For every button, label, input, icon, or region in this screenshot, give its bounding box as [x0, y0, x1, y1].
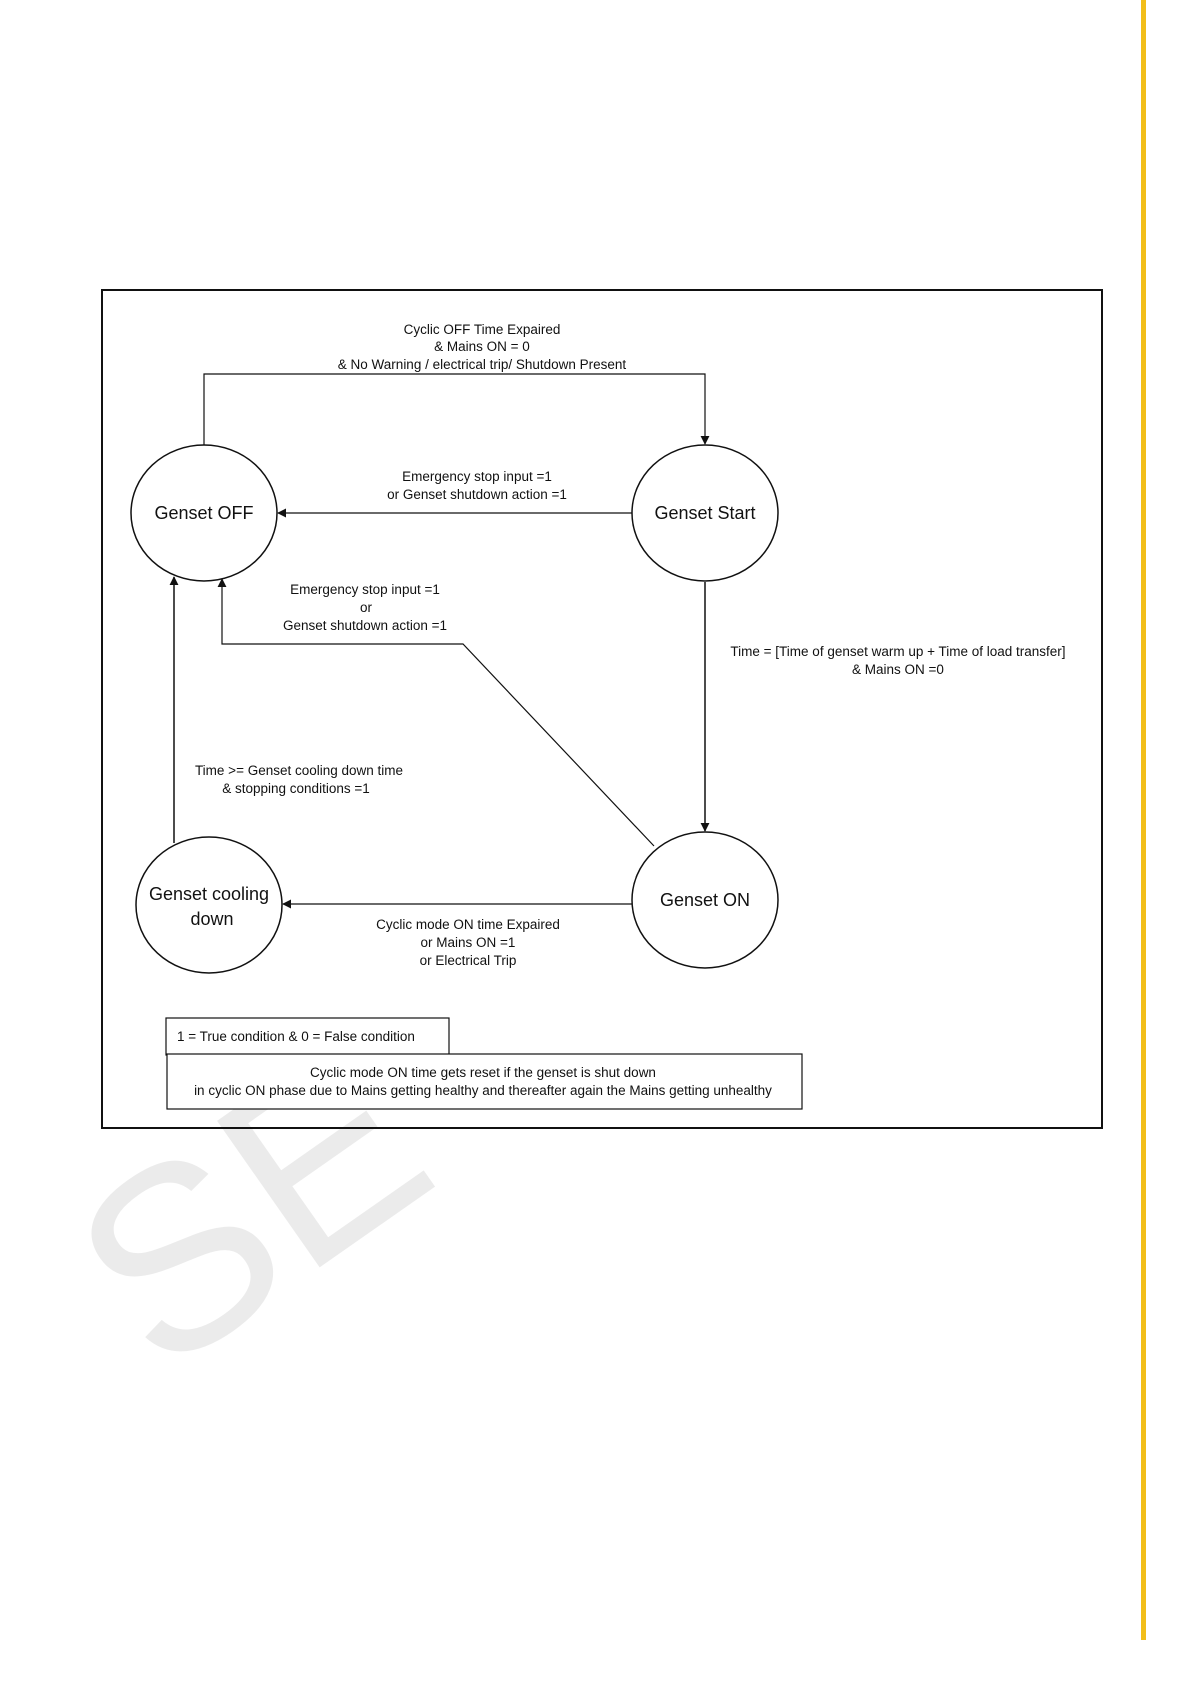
edge-label-start-to-on-1: Time = [Time of genset warm up + Time of…: [730, 644, 1065, 659]
edge-label-start-to-off-1: Emergency stop input =1: [402, 469, 552, 484]
reset-note-line-1: Cyclic mode ON time gets reset if the ge…: [310, 1065, 656, 1080]
state-genset-cooling-down: [135, 836, 283, 974]
reset-note-box: [166, 1053, 803, 1110]
edge-label-off-to-start-1: Cyclic OFF Time Expaired: [404, 322, 561, 337]
accent-bar: [1141, 0, 1146, 1640]
edge-label-start-to-off-2: or Genset shutdown action =1: [387, 487, 567, 502]
edge-label-cooling-to-off-2: & stopping conditions =1: [222, 781, 369, 796]
edge-label-on-to-off-1: Emergency stop input =1: [290, 582, 440, 597]
state-label-genset-start: Genset Start: [654, 503, 755, 523]
state-label-genset-cooling-1: Genset cooling: [149, 884, 269, 904]
legend-text: 1 = True condition & 0 = False condition: [177, 1029, 415, 1044]
state-genset-on: [631, 831, 779, 969]
state-label-genset-on: Genset ON: [660, 890, 750, 910]
edge-off-to-start: [203, 373, 710, 445]
state-label-genset-off: Genset OFF: [154, 503, 253, 523]
edge-label-on-to-cooling-3: or Electrical Trip: [420, 953, 517, 968]
edge-label-on-to-cooling-1: Cyclic mode ON time Expaired: [376, 917, 560, 932]
edge-label-on-to-off-3: Genset shutdown action =1: [283, 618, 447, 633]
state-label-genset-cooling-2: down: [190, 909, 233, 929]
edge-label-off-to-start-3: & No Warning / electrical trip/ Shutdown…: [338, 357, 627, 372]
edge-label-cooling-to-off-1: Time >= Genset cooling down time: [195, 763, 403, 778]
edge-label-on-to-cooling-2: or Mains ON =1: [421, 935, 516, 950]
diagram-frame: [101, 289, 1103, 1129]
edge-label-start-to-on-2: & Mains ON =0: [852, 662, 944, 677]
edge-label-on-to-off-2: or: [360, 600, 373, 615]
edge-label-off-to-start-2: & Mains ON = 0: [434, 339, 530, 354]
reset-note-line-2: in cyclic ON phase due to Mains getting …: [194, 1083, 772, 1098]
edge-on-to-off: [217, 578, 655, 847]
